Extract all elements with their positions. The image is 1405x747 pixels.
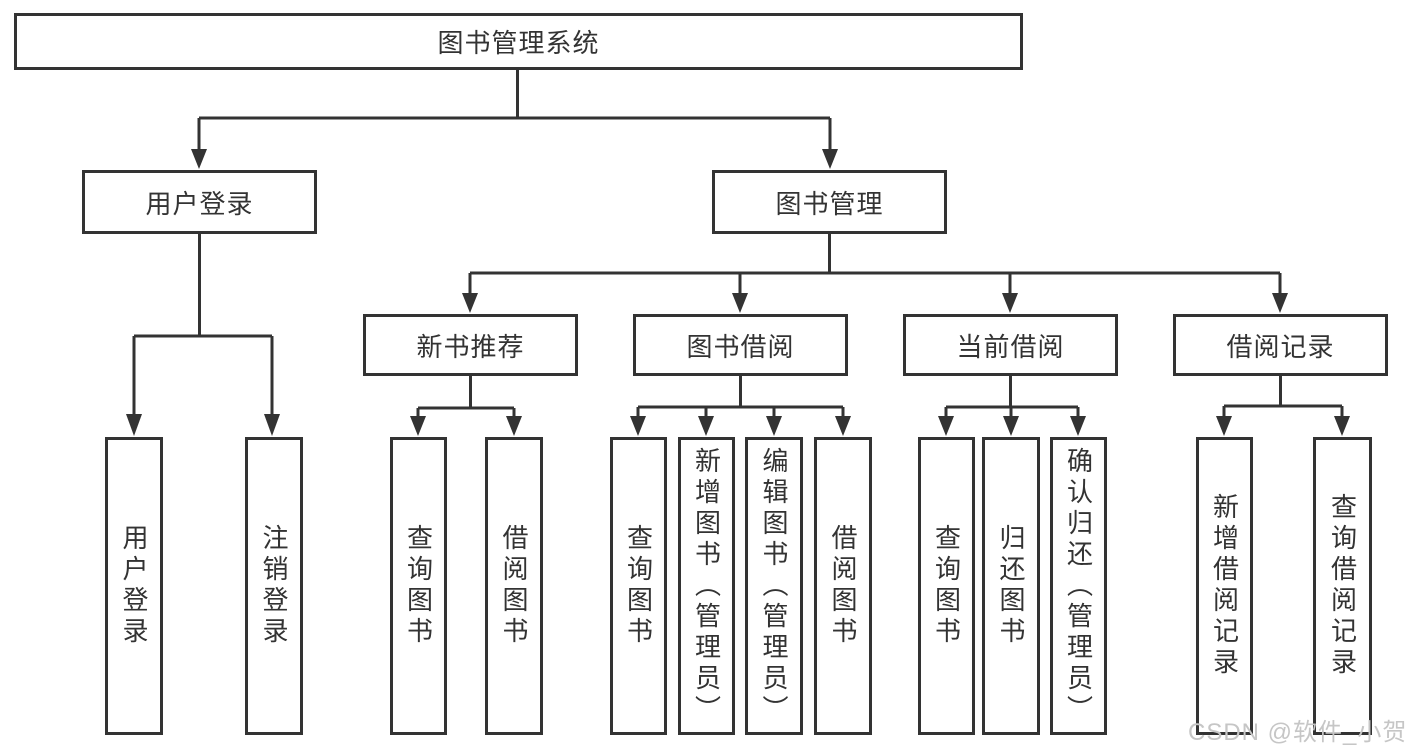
connector-user-login xyxy=(132,234,274,416)
branch-box-book-management: 图书管理 xyxy=(712,170,947,234)
connector-borrow-records xyxy=(1222,376,1344,418)
category-box-new-book-recommendation: 新书推荐 xyxy=(363,314,578,376)
connector-book-management xyxy=(468,234,1282,295)
watermark: CSDN @软件_小贺同学 xyxy=(1188,719,1405,746)
root-box-library-management-system: 图书管理系统 xyxy=(14,13,1023,70)
category-box-book-borrowing: 图书借阅 xyxy=(633,314,848,376)
connector-book-borrow xyxy=(636,376,845,418)
leaf-box-search-books-new: 查询图书 xyxy=(390,437,447,735)
category-box-current-borrowing: 当前借阅 xyxy=(903,314,1118,376)
arrowheads xyxy=(126,149,1350,436)
connector-root xyxy=(197,70,832,151)
leaf-box-return-books: 归还图书 xyxy=(982,437,1040,735)
branch-box-user-login: 用户登录 xyxy=(82,170,317,234)
leaf-box-search-books-current: 查询图书 xyxy=(918,437,975,735)
leaf-box-search-borrow-record: 查询借阅记录 xyxy=(1313,437,1372,735)
leaf-box-edit-books-admin: 编辑图书（管理员） xyxy=(745,437,803,735)
connector-current-borrow xyxy=(944,376,1080,418)
category-box-borrowing-records: 借阅记录 xyxy=(1173,314,1388,376)
leaf-box-search-books-borrowing: 查询图书 xyxy=(610,437,667,735)
leaf-box-add-books-admin: 新增图书（管理员） xyxy=(678,437,735,735)
connector-new-book xyxy=(416,376,516,418)
leaf-box-user-login: 用户登录 xyxy=(105,437,163,735)
leaf-box-borrow-books-new: 借阅图书 xyxy=(485,437,543,735)
leaf-box-logout: 注销登录 xyxy=(245,437,303,735)
leaf-box-confirm-return-admin: 确认归还（管理员） xyxy=(1050,437,1107,735)
leaf-box-add-borrow-record: 新增借阅记录 xyxy=(1196,437,1253,735)
leaf-box-borrow-books: 借阅图书 xyxy=(814,437,872,735)
